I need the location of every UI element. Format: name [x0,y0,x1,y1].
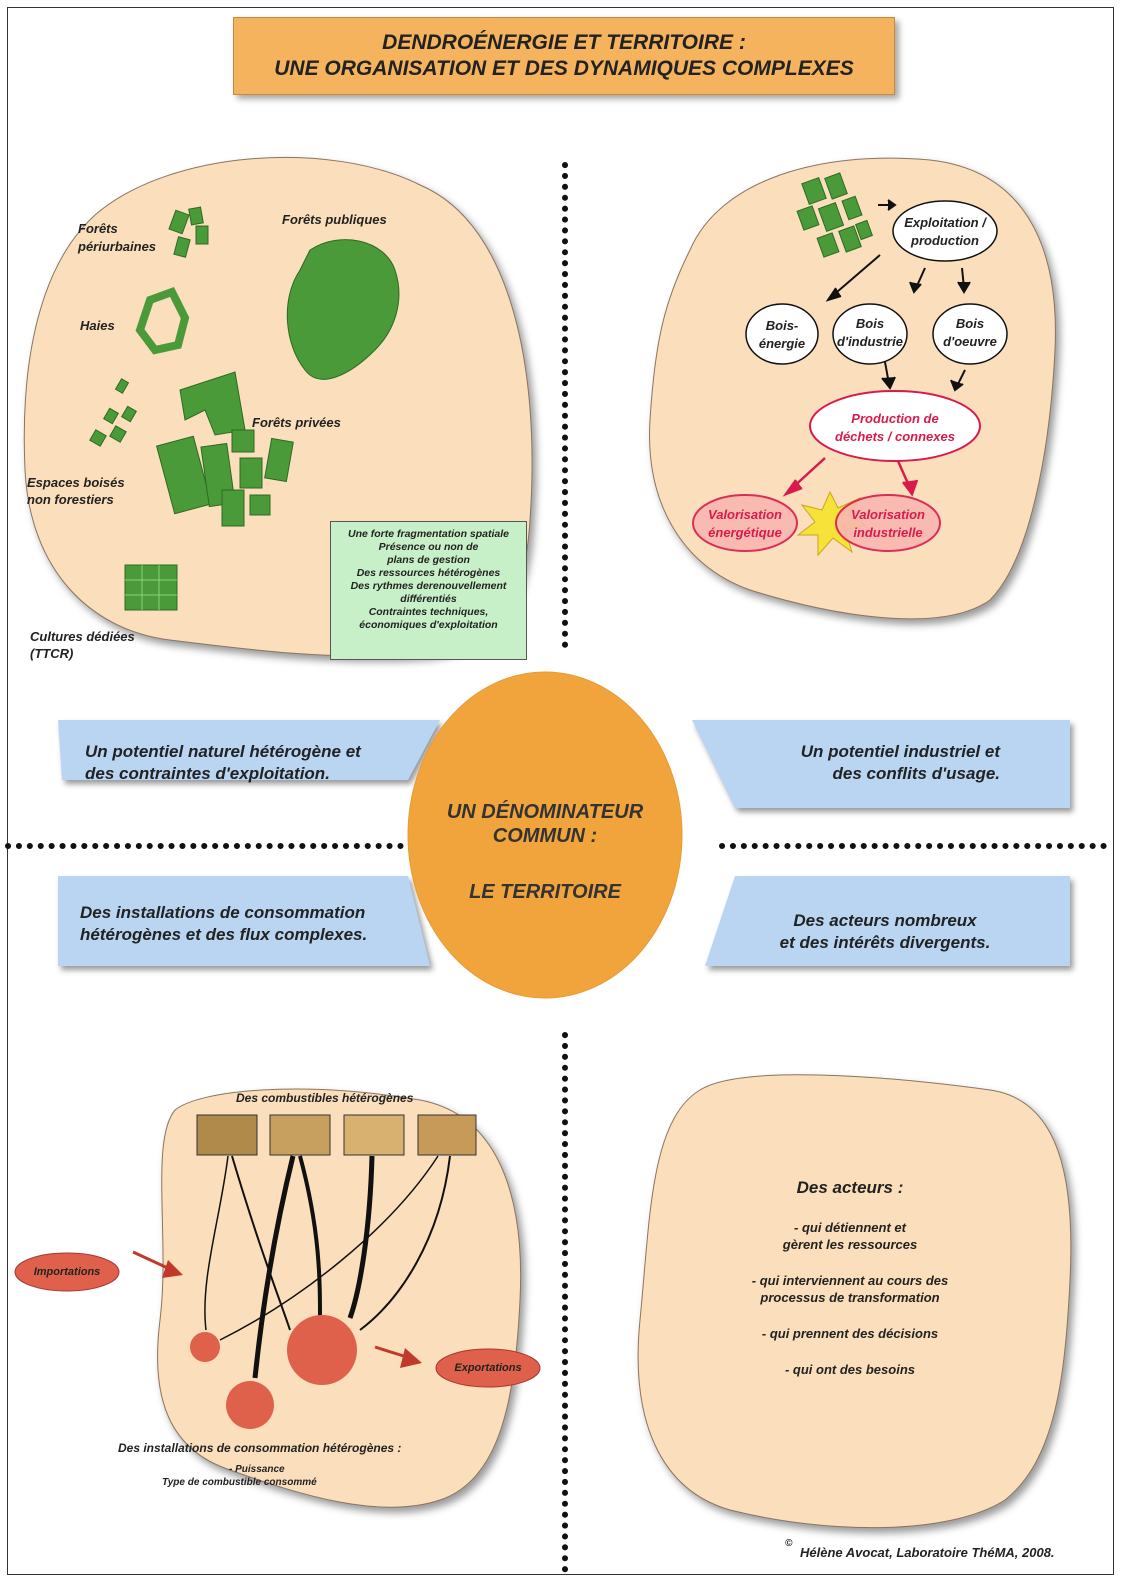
label-forets-periurbaines-1: Forêts [78,221,118,236]
actors-item: - qui interviennent au cours des [751,1273,949,1288]
fuel-image-pellets [196,1114,258,1156]
node-dechets-line-1: Production de [851,411,939,426]
forest-periurban [168,206,209,258]
flow-arrows-black [825,199,971,392]
trade-arrows [132,1250,422,1368]
node-bois-energie-line-2: énergie [758,336,806,351]
center-title-line-2: COMMUN : [492,825,598,847]
node-exploitation-line-2: production [911,233,979,248]
fuel-image-logs [269,1114,331,1156]
info-line: différentiés [400,593,457,605]
label-combustibles: Des combustibles hétérogènes [236,1091,414,1105]
node-valorisation-industrielle-line-2: industrielle [853,525,923,540]
title-line-1: DENDROÉNERGIE ET TERRITOIRE : [382,31,746,54]
band-bottom-right-line-1: Des acteurs nombreux [793,911,977,930]
actors-item: - qui détiennent et [794,1220,906,1235]
actors-item: - qui prennent des décisions [761,1326,939,1341]
culture-plot [124,564,178,611]
label-exportations: Exportations [454,1362,522,1374]
node-valorisation-industrielle [835,494,941,552]
actors-item: - qui ont des besoins [784,1362,915,1377]
label-forets-publiques: Forêts publiques [282,212,387,227]
forest-private [155,371,294,527]
band-top-right [692,720,1070,808]
fuel-image-chips [417,1114,477,1156]
band-bottom-right-line-2: et des intérêts divergents. [779,933,991,952]
actors-item: gèrent les ressources [782,1237,918,1252]
label-forets-privees: Forêts privées [252,415,341,430]
band-bottom-left-line-2: hétérogènes et des flux complexes. [80,925,368,944]
node-exploitation-line-1: Exploitation / [904,215,986,230]
copyright-symbol: © [785,1538,793,1549]
label-espaces-1: Espaces boisés [27,475,125,490]
label-forets-periurbaines-2: périurbaines [78,239,157,254]
info-line: économiques d'exploitation [359,619,498,631]
actors-heading: Des acteurs : [796,1178,904,1197]
title-box: DENDROÉNERGIE ET TERRITOIRE : UNE ORGANI… [233,17,895,95]
credit-text: Hélène Avocat, Laboratoire ThéMA, 2008. [800,1545,1055,1560]
node-bois-industrie-line-1: Bois [855,316,885,331]
label-importations: Importations [33,1266,101,1278]
importations-badge [14,1252,120,1292]
label-puissance: - Puissance [229,1464,285,1475]
installation-small [190,1332,220,1362]
center-title-line-1: UN DÉNOMINATEUR [446,801,644,823]
band-top-left-line-1: Un potentiel naturel hétérogène et [85,742,361,761]
info-line: plans de gestion [387,554,470,566]
title-line-2: UNE ORGANISATION ET DES DYNAMIQUES COMPL… [274,57,854,80]
installation-large [287,1315,357,1385]
node-valorisation-energetique [692,494,798,552]
fuel-flow-arrows [204,1155,451,1379]
node-valorisation-energetique-line-1: Valorisation [708,507,782,522]
flow-arrows-red [782,457,919,497]
label-installations: Des installations de consommation hétéro… [118,1441,402,1455]
page-frame [7,7,1114,1575]
node-bois-oeuvre-line-2: d'oeuvre [943,334,997,349]
band-top-left-line-2: des contraintes d'exploitation. [85,764,330,783]
node-bois-industrie-line-2: d'industrie [837,334,903,349]
band-top-left [58,720,440,780]
label-espaces-2: non forestiers [27,492,114,507]
node-bois-energie-line-1: Bois- [765,318,799,333]
band-bottom-right [705,876,1070,966]
installation-medium [226,1381,274,1429]
label-cultures-1: Cultures dédiées [30,629,135,644]
info-line: Des rythmes derenouvellement [350,580,507,592]
node-dechets-line-2: déchets / connexes [835,429,955,444]
label-type-combustible: Type de combustible consommé [162,1477,317,1488]
forest-small-patches [89,378,138,447]
info-line: Présence ou non de [378,541,479,553]
info-line: Une forte fragmentation spatiale [347,528,510,540]
flow-nodes [745,200,1008,365]
fragmentation-info-box: Une forte fragmentation spatiale Présenc… [330,521,527,660]
hedges [135,287,190,355]
band-top-right-line-1: Un potentiel industriel et [800,742,1000,761]
forest-cluster [796,172,874,258]
fuel-images [196,1114,477,1156]
fuel-image-blocks [343,1114,405,1156]
band-bottom-left-line-1: Des installations de consommation [80,903,366,922]
node-valorisation-energetique-line-2: énergétique [708,525,782,540]
node-bois-oeuvre-line-1: Bois [955,316,985,331]
info-line: Contraintes techniques, [368,606,489,618]
actors-item: processus de transformation [760,1290,940,1305]
forest-public [286,239,400,380]
node-dechets [809,390,981,462]
label-haies: Haies [80,318,115,333]
band-bottom-left [58,876,430,966]
center-title: UN DÉNOMINATEUR COMMUN : LE TERRITOIRE [410,800,680,904]
label-cultures-2: (TTCR) [30,646,74,661]
band-top-right-line-2: des conflits d'usage. [832,764,1000,783]
center-title-line-3: LE TERRITOIRE [469,881,621,903]
center-circle [407,671,683,999]
node-valorisation-industrielle-line-1: Valorisation [851,507,925,522]
exportations-badge [435,1348,541,1388]
info-line: Des ressources hétérogènes [356,567,501,579]
